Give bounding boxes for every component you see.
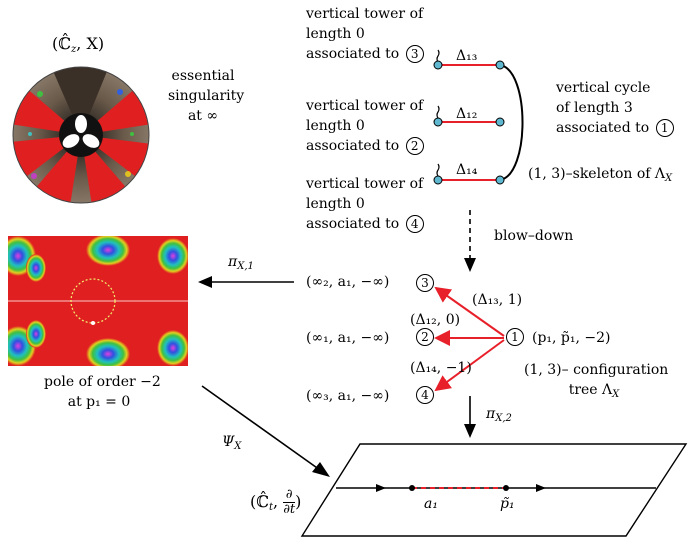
tower3-line3: associated to (306, 46, 400, 62)
sphere-title: (ℂ̂z, X) (52, 34, 104, 60)
pi-x1-symbol: π (228, 254, 238, 270)
center-label: (p₁, p̃₁, −2) (532, 330, 611, 346)
tree-node-1: 1 (506, 328, 524, 346)
leaf2-label: (∞₁, a₁, −∞) (306, 330, 390, 346)
plane-p1-label: p̃₁ (500, 496, 515, 512)
tower2-line1: vertical tower of (306, 98, 424, 114)
skeleton-sub: X (665, 173, 673, 184)
cycle-line2: of length 3 (556, 100, 633, 116)
blow-down-arrow (464, 210, 476, 272)
essential-line-2: singularity (168, 88, 245, 104)
cycle-node: 1 (655, 119, 674, 137)
tower-label-4: vertical tower of length 0 associated to… (306, 174, 424, 234)
sphere-plot (12, 66, 150, 204)
tree-node-3: 3 (416, 274, 434, 292)
essential-line-1: essential (171, 68, 235, 84)
pi-x2-sub: X,2 (495, 413, 512, 424)
delta13-label: Δ₁₃ (456, 48, 478, 64)
tower2-line3: associated to (306, 138, 400, 154)
plane-coord-main: (ℂ̂ (250, 492, 269, 511)
pi-x1-sub: X,1 (237, 261, 254, 272)
sphere-title-sub: z (70, 44, 77, 55)
edge13-label: (Δ₁₃, 1) (472, 292, 523, 308)
psi-sub: X (234, 441, 242, 452)
psi-symbol: Ψ (222, 434, 235, 450)
tree-caption-sub: X (612, 389, 620, 400)
psi-label: ΨX (222, 432, 241, 457)
frac-num: ∂ (283, 488, 296, 503)
edge12-label: (Δ₁₂, 0) (410, 312, 461, 328)
plane-a1-label: a₁ (424, 496, 438, 512)
tower4-node: 4 (405, 215, 424, 233)
pi-x2-symbol: π (486, 406, 496, 422)
cycle-line3: associated to (556, 120, 650, 136)
pole-plot (8, 236, 188, 366)
skeleton-text: (1, 3)–skeleton of Λ (528, 166, 666, 182)
tree-caption: (1, 3)– configuration tree ΛX (524, 360, 669, 405)
tower3-line1: vertical tower of (306, 6, 424, 22)
plane-figure (300, 443, 688, 537)
tower4-line3: associated to (306, 216, 400, 232)
tower2-line2: length 0 (306, 118, 365, 134)
edge14-label: (Δ₁₄, −1) (410, 360, 472, 376)
essential-singularity-label: essential singularity at ∞ (168, 66, 245, 126)
pi-x2-arrow (464, 396, 476, 438)
sphere-title-main: (ℂ̂ (52, 34, 71, 53)
tree-caption-line1: (1, 3)– configuration (524, 362, 669, 378)
tower3-node: 3 (405, 45, 424, 63)
essential-line-3: at ∞ (187, 108, 219, 124)
tower-label-3: vertical tower of length 0 associated to… (306, 4, 424, 64)
pole-caption-line2: at p₁ = 0 (67, 394, 131, 410)
sphere-title-after: , X) (76, 34, 105, 53)
leaf3-label: (∞₂, a₁, −∞) (306, 274, 390, 290)
tower2-node: 2 (405, 137, 424, 155)
skeleton-graph (433, 49, 524, 185)
tree-caption-line2: tree Λ (568, 382, 613, 398)
frac-den: ∂t (283, 502, 296, 517)
skeleton-label: (1, 3)–skeleton of ΛX (528, 164, 672, 189)
plane-coord-frac: ∂∂t (283, 488, 296, 517)
blow-down-label: blow–down (494, 228, 574, 244)
delta14-label: Δ₁₄ (456, 162, 478, 178)
cycle-label: vertical cycle of length 3 associated to… (556, 78, 674, 138)
psi-arrow (201, 385, 330, 477)
tree-node-2: 2 (416, 328, 434, 346)
tower4-line1: vertical tower of (306, 176, 424, 192)
cycle-line1: vertical cycle (556, 80, 651, 96)
tower-label-2: vertical tower of length 0 associated to… (306, 96, 424, 156)
tree-edges (434, 286, 505, 392)
leaf4-label: (∞₃, a₁, −∞) (306, 388, 390, 404)
pole-caption-line1: pole of order −2 (44, 374, 161, 390)
tower4-line2: length 0 (306, 196, 365, 212)
pole-caption: pole of order −2 at p₁ = 0 (44, 372, 161, 412)
pi-x1-arrow (198, 276, 294, 288)
plane-coord-label: (ℂ̂t, ∂∂t) (250, 487, 302, 517)
delta12-label: Δ₁₂ (456, 106, 478, 122)
tower3-line2: length 0 (306, 26, 365, 42)
pi-x1-label: πX,1 (228, 252, 254, 277)
plane-coord-sub: t (268, 502, 274, 513)
pi-x2-label: πX,2 (486, 404, 512, 429)
tree-node-4: 4 (416, 386, 434, 404)
